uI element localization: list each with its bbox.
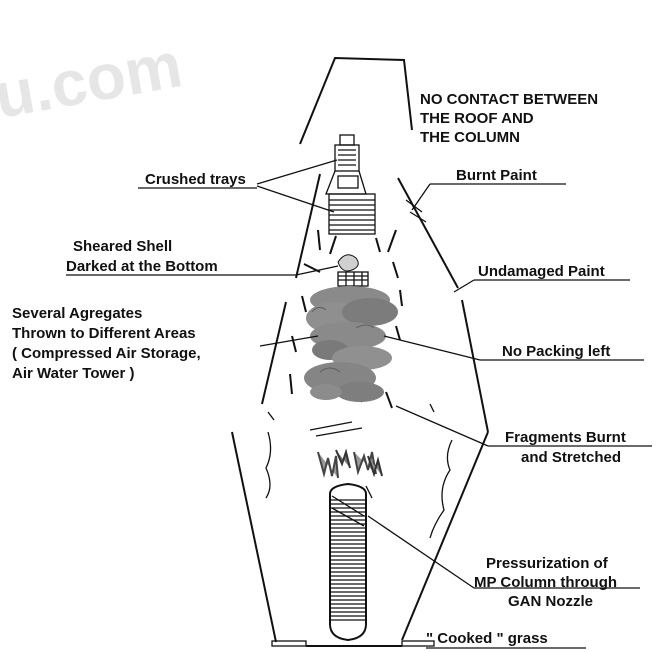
label-cooked-grass: " Cooked " grass bbox=[426, 630, 548, 647]
label-several-agregates: Several Agregates Thrown to Different Ar… bbox=[12, 305, 201, 382]
label-pressurization-line3: GAN Nozzle bbox=[508, 593, 593, 610]
label-crushed-trays: Crushed trays bbox=[145, 171, 246, 188]
label-no-contact-line2: THE ROOF AND bbox=[420, 110, 534, 127]
ground bbox=[272, 641, 434, 646]
mp-column bbox=[330, 484, 372, 640]
label-no-contact-line1: NO CONTACT BETWEEN bbox=[420, 91, 598, 108]
label-no-contact-line3: THE COLUMN bbox=[420, 129, 520, 146]
label-pressurization-line1: Pressurization of bbox=[486, 555, 609, 572]
debris-cloud bbox=[304, 286, 398, 402]
label-agregates-line3: ( Compressed Air Storage, bbox=[12, 345, 201, 362]
label-no-packing: No Packing left bbox=[502, 343, 610, 360]
top-tray-assembly bbox=[326, 135, 366, 194]
label-sheared-shell-line2: Darked at the Bottom bbox=[66, 258, 218, 275]
torn-column-top bbox=[318, 450, 382, 478]
label-fragments-line2: and Stretched bbox=[521, 449, 621, 466]
sheared-shell-piece bbox=[338, 255, 358, 271]
label-agregates-line4: Air Water Tower ) bbox=[12, 365, 135, 382]
roof-outline bbox=[300, 58, 412, 144]
label-undamaged-paint: Undamaged Paint bbox=[478, 263, 605, 280]
label-pressurization-line2: MP Column through bbox=[474, 574, 617, 591]
label-no-contact: NO CONTACT BETWEEN THE ROOF AND THE COLU… bbox=[420, 91, 598, 146]
label-sheared-shell: Sheared Shell Darked at the Bottom bbox=[66, 238, 218, 275]
crushed-trays-block bbox=[329, 194, 375, 234]
label-agregates-line2: Thrown to Different Areas bbox=[12, 325, 196, 342]
label-burnt-paint: Burnt Paint bbox=[456, 167, 537, 184]
label-agregates-line1: Several Agregates bbox=[12, 305, 142, 322]
building-left-wall bbox=[232, 174, 320, 642]
label-sheared-shell-line1: Sheared Shell bbox=[73, 238, 172, 255]
label-fragments-line1: Fragments Burnt bbox=[505, 429, 626, 446]
building-right-wall bbox=[398, 178, 488, 640]
label-pressurization: Pressurization of MP Column through GAN … bbox=[474, 555, 617, 610]
packing-support-grid bbox=[338, 272, 368, 286]
watermark: u.com bbox=[0, 28, 187, 132]
label-fragments: Fragments Burnt and Stretched bbox=[505, 429, 626, 466]
